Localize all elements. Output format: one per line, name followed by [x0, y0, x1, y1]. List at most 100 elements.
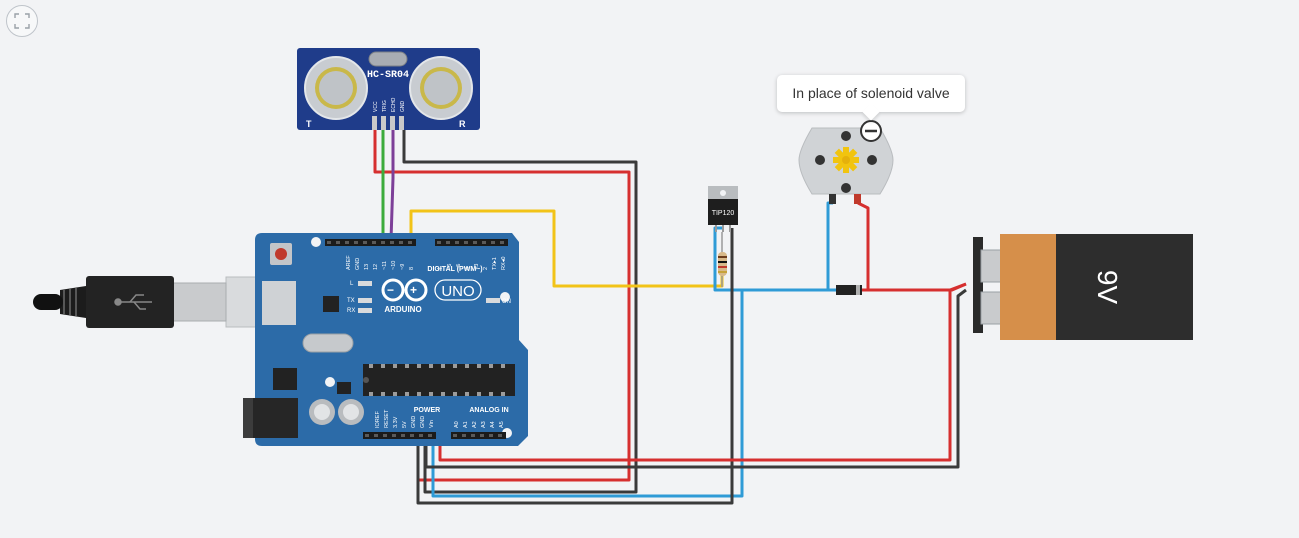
analog-header-label: ANALOG IN: [469, 407, 508, 414]
motor-gear-icon: [833, 147, 859, 173]
header-pin[interactable]: [365, 434, 369, 437]
header-pin[interactable]: [354, 241, 358, 244]
digital-pin-label: ~3: [474, 264, 480, 270]
arduino-model: UNO: [441, 283, 474, 300]
digital-pin-label: 7: [438, 267, 444, 270]
wire-echo-purple[interactable]: [389, 130, 395, 241]
sensor-pin-label: TRIG: [382, 100, 388, 112]
led-l-label: L: [350, 281, 354, 287]
header-pin[interactable]: [401, 434, 405, 437]
header-pin[interactable]: [383, 434, 387, 437]
wire-emitter-black[interactable]: [416, 228, 734, 505]
digital-pin-label: 2: [483, 267, 489, 270]
header-pin[interactable]: [372, 241, 376, 244]
header-pin[interactable]: [408, 241, 412, 244]
analog-pin-label: A0: [454, 421, 460, 428]
transistor-label: TIP120: [712, 210, 735, 217]
power-header[interactable]: [363, 432, 436, 439]
digital-pin-label: ~6: [447, 264, 453, 270]
digital-pin-label: ~10: [391, 261, 397, 270]
led-on-label: ON: [502, 299, 511, 305]
power-pin-label: GND: [420, 416, 426, 428]
resistor[interactable]: [718, 232, 727, 287]
digital-header-right[interactable]: [435, 239, 508, 246]
tip120-transistor[interactable]: TIP120: [708, 186, 738, 232]
sensor-pin-label: GND: [400, 101, 406, 113]
header-pin[interactable]: [399, 241, 403, 244]
header-pin[interactable]: [363, 241, 367, 244]
digital-pin-label: AREF: [346, 255, 352, 270]
power-header-label: POWER: [414, 407, 440, 414]
battery-9v[interactable]: 9V: [973, 234, 1193, 340]
analog-pin-label: A5: [499, 421, 505, 428]
header-pin[interactable]: [462, 434, 466, 437]
wire-battery-red[interactable]: [438, 282, 967, 462]
header-pin[interactable]: [498, 434, 502, 437]
header-pin[interactable]: [464, 241, 468, 244]
header-pin[interactable]: [345, 241, 349, 244]
solenoid-note-tooltip: In place of solenoid valve: [777, 75, 965, 112]
analog-pin-label: A2: [472, 421, 478, 428]
header-pin[interactable]: [446, 241, 450, 244]
header-pin[interactable]: [455, 241, 459, 244]
header-pin[interactable]: [491, 241, 495, 244]
header-pin[interactable]: [437, 241, 441, 244]
digital-pin-label: GND: [355, 258, 361, 270]
wires: [373, 130, 967, 505]
header-pin[interactable]: [327, 241, 331, 244]
analog-header[interactable]: [451, 432, 506, 439]
digital-pin-label: 13: [364, 264, 370, 270]
wire-battery-black[interactable]: [424, 288, 967, 469]
sensor-r-label: R: [459, 119, 466, 129]
battery-voltage-label: 9V: [1092, 270, 1123, 305]
digital-header-left[interactable]: [325, 239, 416, 246]
header-pin[interactable]: [500, 241, 504, 244]
digital-pin-label: RX◂0: [501, 257, 507, 270]
arduino-brand: ARDUINO: [384, 305, 421, 314]
sensor-name: HC-SR04: [367, 70, 409, 81]
header-pin[interactable]: [482, 241, 486, 244]
header-pin[interactable]: [419, 434, 423, 437]
digital-pin-label: 4: [465, 267, 471, 270]
digital-header-label: DIGITAL (PWM~): [427, 266, 482, 273]
header-pin[interactable]: [374, 434, 378, 437]
digital-pin-label: 12: [373, 264, 379, 270]
power-pin-label: IOREF: [375, 411, 381, 428]
arduino-logo-icon: [381, 278, 428, 302]
analog-pin-label: A1: [463, 421, 469, 428]
header-pin[interactable]: [453, 434, 457, 437]
analog-pin-label: A3: [481, 421, 487, 428]
header-pin[interactable]: [336, 241, 340, 244]
header-pin[interactable]: [390, 241, 394, 244]
wire-motor-red[interactable]: [857, 201, 870, 290]
header-pin[interactable]: [489, 434, 493, 437]
power-pin-label: 5V: [402, 421, 408, 428]
diode[interactable]: [836, 285, 862, 295]
digital-pin-label: ~5: [456, 264, 462, 270]
header-pin[interactable]: [471, 434, 475, 437]
digital-pin-label: ~11: [382, 261, 388, 270]
digital-pin-label: TX▸1: [492, 257, 498, 270]
wire-sensor-gnd-black[interactable]: [402, 130, 638, 494]
header-pin[interactable]: [392, 434, 396, 437]
power-pin-label: Vin: [429, 420, 435, 428]
header-pin[interactable]: [480, 434, 484, 437]
analog-pin-label: A4: [490, 421, 496, 428]
power-pin-label: GND: [411, 416, 417, 428]
led-rx-label: RX: [347, 308, 355, 314]
arduino-uno[interactable]: L TX RX ON − + UNO ARDUINO DIGITAL (PWM~…: [243, 233, 528, 446]
power-pin-label: RESET: [384, 409, 390, 428]
fullscreen-button[interactable]: [6, 5, 38, 37]
power-pin-label: 3.3V: [393, 416, 399, 428]
header-pin[interactable]: [381, 241, 385, 244]
arduino-logo-plus: +: [410, 283, 417, 297]
led-tx-label: TX: [347, 298, 355, 304]
ultrasonic-sensor[interactable]: HC-SR04 VCC TRIG ECHO GND T R: [297, 48, 480, 130]
header-pin[interactable]: [473, 241, 477, 244]
header-pin[interactable]: [410, 434, 414, 437]
dc-motor[interactable]: [798, 120, 894, 204]
sensor-pin-label: VCC: [373, 101, 379, 112]
sensor-t-label: T: [306, 119, 312, 129]
header-pin[interactable]: [428, 434, 432, 437]
